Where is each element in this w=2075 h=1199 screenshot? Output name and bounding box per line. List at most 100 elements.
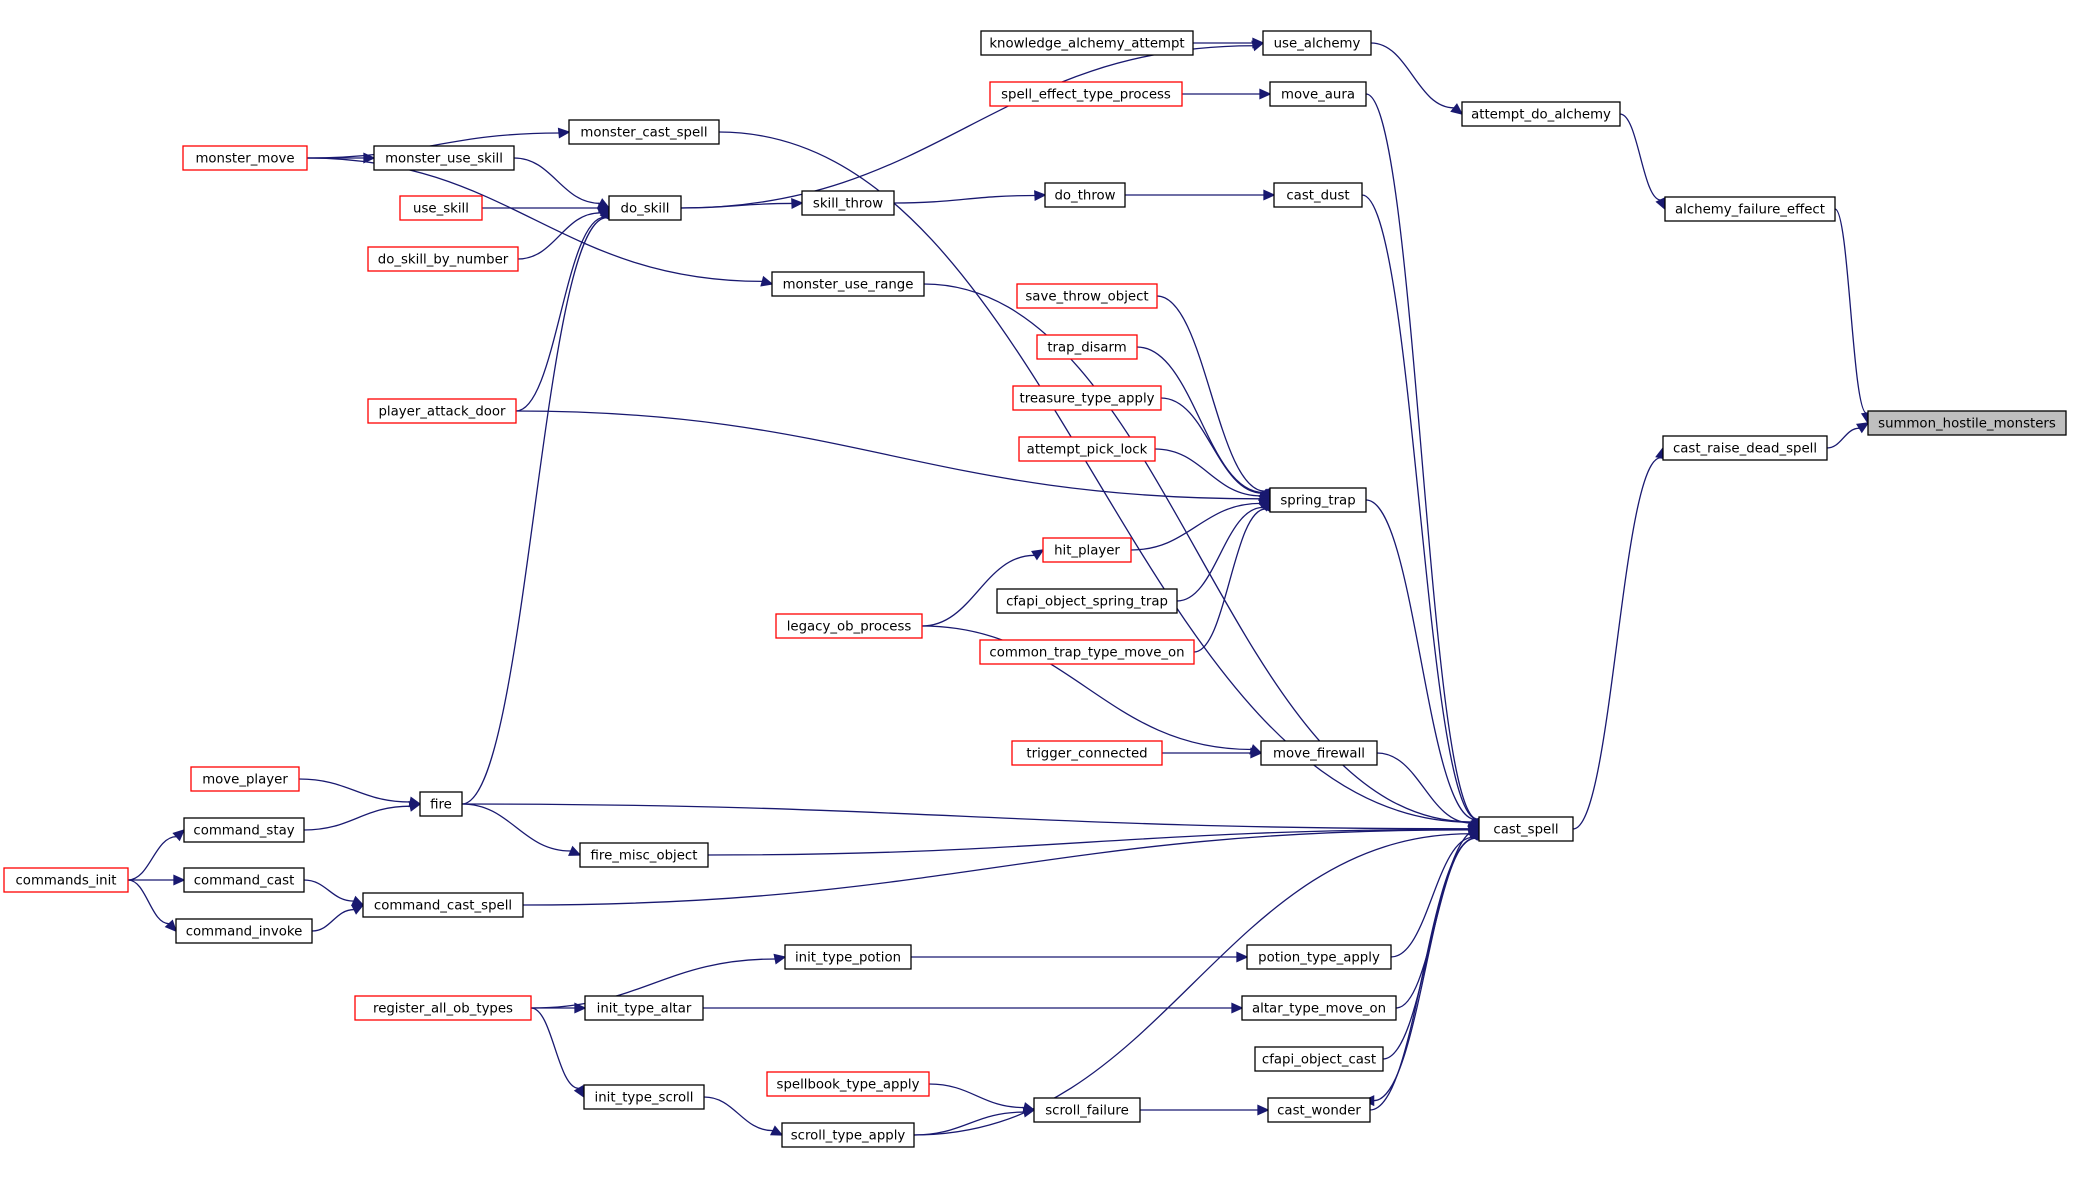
arrowhead-monster_move-to-monster_use_range <box>760 275 774 287</box>
node-use-alchemy[interactable]: use_alchemy <box>1262 30 1372 56</box>
node-label: save_throw_object <box>1025 290 1148 305</box>
node-command-cast[interactable]: command_cast <box>183 867 305 893</box>
node-scroll-failure[interactable]: scroll_failure <box>1033 1097 1141 1123</box>
node-label: summon_hostile_monsters <box>1878 417 2056 432</box>
node-cast-spell[interactable]: cast_spell <box>1478 816 1574 842</box>
node-command-cast-spell[interactable]: command_cast_spell <box>362 892 524 918</box>
node-do-throw[interactable]: do_throw <box>1044 182 1126 208</box>
node-altar-type-move-on[interactable]: altar_type_move_on <box>1241 995 1397 1021</box>
edge-move_firewall-to-cast_spell <box>1376 752 1471 824</box>
arrowhead-skill_throw-to-do_throw <box>1034 190 1047 202</box>
node-knowledge-alchemy-attempt[interactable]: knowledge_alchemy_attempt <box>980 30 1194 56</box>
node-init-type-altar[interactable]: init_type_altar <box>584 995 704 1021</box>
node-trigger-connected[interactable]: trigger_connected <box>1011 740 1163 766</box>
node-spellbook-type-apply[interactable]: spellbook_type_apply <box>766 1071 930 1097</box>
node-monster-use-skill[interactable]: monster_use_skill <box>373 145 515 171</box>
node-label: use_alchemy <box>1274 37 1361 52</box>
node-box <box>584 995 704 1021</box>
node-label: hit_player <box>1054 544 1120 559</box>
node-legacy-ob-process[interactable]: legacy_ob_process <box>775 613 923 639</box>
node-box <box>781 1122 915 1148</box>
node-do-skill-by-number[interactable]: do_skill_by_number <box>367 246 519 272</box>
arrowhead-scroll_type_apply-to-cast_spell <box>1467 828 1481 839</box>
node-monster-move[interactable]: monster_move <box>182 145 308 171</box>
node-box <box>979 639 1195 665</box>
node-label: command_cast_spell <box>374 899 512 914</box>
node-register-all-ob-types[interactable]: register_all_ob_types <box>354 995 532 1021</box>
node-command-stay[interactable]: command_stay <box>183 817 305 843</box>
edge-fire_misc_object-to-cast_spell <box>707 828 1470 856</box>
node-box <box>367 398 517 424</box>
node-commands-init[interactable]: commands_init <box>3 867 129 893</box>
arrowhead-commands_init-to-command_cast <box>173 874 186 886</box>
node-player-attack-door[interactable]: player_attack_door <box>367 398 517 424</box>
node-skill-throw[interactable]: skill_throw <box>801 190 895 216</box>
arrowhead-register_all_ob_types-to-init_type_altar <box>574 1002 587 1014</box>
node-monster-use-range[interactable]: monster_use_range <box>771 271 925 297</box>
node-move-player[interactable]: move_player <box>190 766 300 792</box>
node-box <box>1016 283 1158 309</box>
arrowhead-commands_init-to-command_stay <box>172 828 186 842</box>
node-init-type-potion[interactable]: init_type_potion <box>784 944 912 970</box>
node-trap-disarm[interactable]: trap_disarm <box>1036 334 1138 360</box>
node-label: altar_type_move_on <box>1252 1002 1386 1017</box>
node-alchemy-failure-effect[interactable]: alchemy_failure_effect <box>1664 196 1836 222</box>
edge-cast_dust-to-cast_spell <box>1361 194 1478 820</box>
node-summon-hostile-monsters[interactable]: summon_hostile_monsters <box>1867 410 2067 436</box>
node-label: fire <box>430 798 452 813</box>
node-command-invoke[interactable]: command_invoke <box>175 918 313 944</box>
node-box <box>1269 81 1367 107</box>
node-label: legacy_ob_process <box>787 620 912 635</box>
node-box <box>568 119 720 145</box>
arrowhead-use_alchemy-to-attempt_do_alchemy <box>1450 103 1464 115</box>
node-attempt-do-alchemy[interactable]: attempt_do_alchemy <box>1461 101 1621 127</box>
arrowhead-commands_init-to-command_invoke <box>164 919 178 933</box>
node-cfapi-object-spring-trap[interactable]: cfapi_object_spring_trap <box>996 588 1178 614</box>
node-attempt-pick-lock[interactable]: attempt_pick_lock <box>1018 436 1156 462</box>
node-box <box>579 842 709 868</box>
node-cast-raise-dead-spell[interactable]: cast_raise_dead_spell <box>1662 435 1828 461</box>
edge-cast_spell-to-cast_raise_dead_spell <box>1572 457 1661 830</box>
node-box <box>190 766 300 792</box>
node-cast-wonder[interactable]: cast_wonder <box>1267 1097 1371 1123</box>
node-fire[interactable]: fire <box>419 791 463 817</box>
node-label: skill_throw <box>813 197 883 212</box>
node-spell-effect-type-process[interactable]: spell_effect_type_process <box>989 81 1183 107</box>
node-do-skill[interactable]: do_skill <box>608 195 682 221</box>
node-monster-cast-spell[interactable]: monster_cast_spell <box>568 119 720 145</box>
node-common-trap-type-move-on[interactable]: common_trap_type_move_on <box>979 639 1195 665</box>
node-move-firewall[interactable]: move_firewall <box>1260 740 1378 766</box>
node-layer: summon_hostile_monsters alchemy_failure_e… <box>3 30 2067 1148</box>
arrowhead-init_type_altar-to-altar_type_move_on <box>1231 1002 1244 1014</box>
edge-init_type_scroll-to-scroll_type_apply <box>703 1096 774 1132</box>
edge-scroll_type_apply-to-cast_spell <box>913 833 1471 1136</box>
node-save-throw-object[interactable]: save_throw_object <box>1016 283 1158 309</box>
node-cfapi-object-cast[interactable]: cfapi_object_cast <box>1254 1046 1384 1072</box>
node-box <box>996 588 1178 614</box>
node-label: monster_cast_spell <box>580 126 707 141</box>
node-box <box>419 791 463 817</box>
node-box <box>1461 101 1621 127</box>
node-box <box>367 246 519 272</box>
node-init-type-scroll[interactable]: init_type_scroll <box>583 1084 705 1110</box>
arrowhead-init_type_potion-to-potion_type_apply <box>1236 951 1249 963</box>
node-treasure-type-apply[interactable]: treasure_type_apply <box>1012 385 1162 411</box>
node-label: scroll_failure <box>1045 1104 1129 1119</box>
node-spring-trap[interactable]: spring_trap <box>1269 487 1367 513</box>
node-fire-misc-object[interactable]: fire_misc_object <box>579 842 709 868</box>
node-move-aura[interactable]: move_aura <box>1269 81 1367 107</box>
arrowhead-command_invoke-to-command_cast_spell <box>351 904 365 915</box>
node-scroll-type-apply[interactable]: scroll_type_apply <box>781 1122 915 1148</box>
node-hit-player[interactable]: hit_player <box>1042 537 1132 563</box>
node-use-skill[interactable]: use_skill <box>399 195 483 221</box>
node-label: potion_type_apply <box>1258 951 1380 966</box>
node-label: do_throw <box>1054 189 1115 204</box>
node-label: spellbook_type_apply <box>777 1078 920 1093</box>
edge-commands_init-to-command_stay <box>127 836 177 881</box>
node-potion-type-apply[interactable]: potion_type_apply <box>1246 944 1392 970</box>
node-label: do_skill_by_number <box>378 253 509 268</box>
node-box <box>1260 740 1378 766</box>
node-label: monster_use_skill <box>385 152 503 167</box>
node-cast-dust[interactable]: cast_dust <box>1273 182 1363 208</box>
